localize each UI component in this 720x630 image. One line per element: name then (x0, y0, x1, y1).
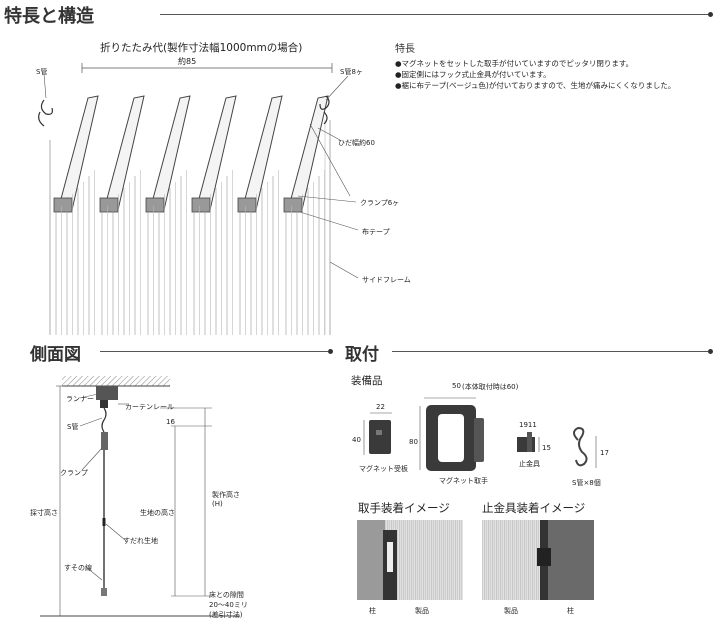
magnet-handle-height: 80 (409, 438, 418, 446)
label-pleat-width: ひだ幅約60 (338, 139, 375, 147)
stopper-image-title: 止金具装着イメージ (482, 501, 586, 515)
label-cloth-tape: 布テープ (362, 228, 390, 236)
magnet-plate-icon (369, 420, 391, 454)
magnet-plate-width: 22 (376, 403, 385, 411)
pleat (145, 95, 191, 335)
label-hem: すその線 (64, 564, 92, 572)
magnet-handle-note: (本体取付時は60) (462, 383, 519, 391)
pillar (544, 520, 594, 600)
stopper-mount-icon (537, 548, 551, 566)
stopper-label: 止金具 (519, 460, 540, 468)
label-clamp: クランプ6ヶ (360, 199, 400, 207)
section-title-features: 特長と構造 (4, 6, 94, 27)
feature-item: ●固定側にはフック式止金具が付いています。 (395, 70, 551, 79)
stopper-image-left-label: 製品 (504, 607, 518, 615)
s-hook-label: S管×8個 (572, 479, 601, 487)
section-rule (392, 351, 708, 352)
handle-image-title: 取手装着イメージ (358, 501, 450, 515)
label-runner: ランナー (66, 395, 94, 403)
label-curtain-rail: カーテンレール (125, 403, 174, 411)
label-drape-line: すだれ生地 (123, 537, 158, 545)
label-s-hook-count: S管8ヶ (340, 68, 363, 76)
stopper-height: 15 (542, 444, 551, 452)
section-title-side-view: 側面図 (30, 345, 81, 365)
s-hook-icon (573, 426, 588, 467)
label-clamp-side: クランプ (60, 469, 88, 477)
feature-item: ●裾に布テープ(ベージュ色)が付いておりますので、生地が痛みにくくなりました。 (395, 81, 676, 90)
label-side-frame: サイドフレーム (362, 276, 411, 284)
label-dim-16: 16 (166, 418, 175, 426)
magnet-plate-label: マグネット受板 (359, 465, 408, 473)
stopper-image (482, 520, 594, 600)
stopper-image-right-label: 柱 (567, 607, 574, 615)
section-rule (100, 351, 328, 352)
label-product-height-sub: (H) (212, 500, 223, 508)
magnet-handle-width: 50 (452, 382, 461, 390)
handle-image (357, 520, 463, 600)
label-product-height: 製作高さ (212, 491, 240, 499)
pleat (237, 95, 283, 335)
label-floor-gap: 床との隙間 (209, 591, 244, 599)
pillar (357, 520, 385, 600)
magnet-handle-label: マグネット取手 (439, 477, 488, 485)
label-measure-height: 採寸高さ (30, 509, 58, 517)
stopper-widths: 1911 (519, 421, 537, 429)
section-rule-dot (708, 349, 713, 354)
width-label: 約85 (178, 57, 197, 66)
section-rule-dot (328, 349, 333, 354)
structure-caption: 折りたたみ代(製作寸法幅1000mmの場合) (100, 42, 303, 54)
equipment-heading: 装備品 (351, 375, 383, 387)
label-floor-gap-value: 20～40ミリ (209, 601, 248, 609)
section-title-installation: 取付 (345, 345, 379, 365)
label-floor-gap-sub: (差引寸法) (209, 611, 243, 619)
pleat (191, 95, 237, 335)
pleat (283, 95, 329, 335)
handle-image-right-label: 製品 (415, 607, 429, 615)
s-hook-height: 17 (600, 449, 609, 457)
label-s-hook-left: S管 (36, 68, 48, 76)
label-fabric-height: 生地の高さ (140, 509, 175, 517)
stopper-icon (517, 437, 535, 452)
handle-image-left-label: 柱 (369, 607, 376, 615)
features-heading: 特長 (395, 44, 415, 55)
section-rule-dot (708, 12, 713, 17)
feature-item: ●マグネットをセットした取手が付いていますのでピッタリ閉ります。 (395, 59, 634, 68)
features-block: 特長 ●マグネットをセットした取手が付いていますのでピッタリ閉ります。 ●固定側… (395, 40, 675, 91)
section-rule (160, 14, 708, 15)
pleat (53, 95, 99, 335)
label-s-hook-side: S管 (67, 423, 79, 431)
pleat (99, 95, 145, 335)
magnet-plate-height: 40 (352, 436, 361, 444)
